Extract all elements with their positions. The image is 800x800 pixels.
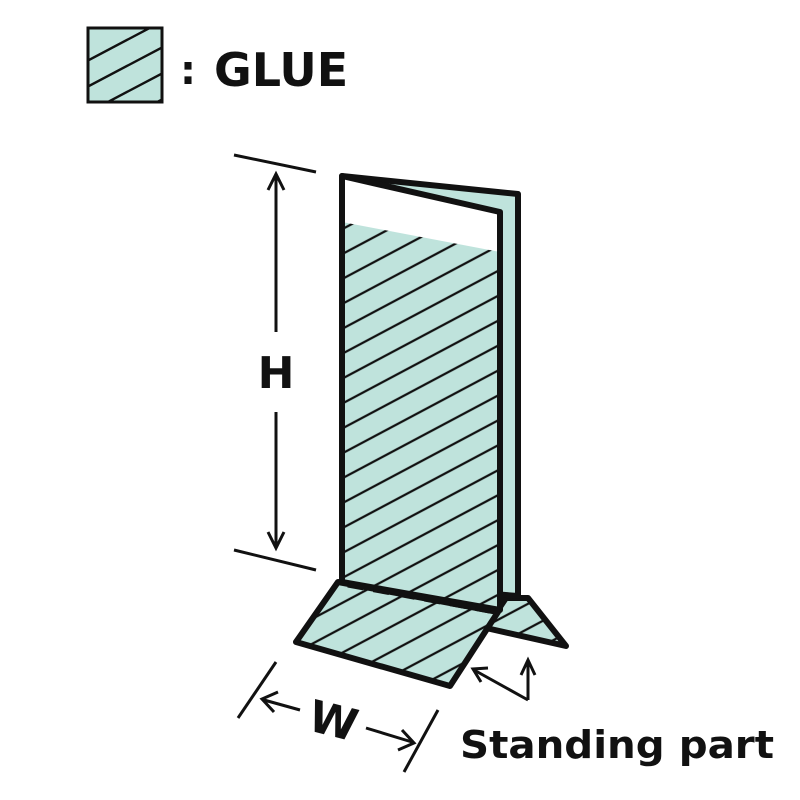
legend-label: GLUE — [214, 43, 348, 97]
legend-separator: : — [180, 48, 196, 94]
glue-area — [342, 222, 500, 610]
standing-part-callout: Standing part — [460, 656, 774, 767]
legend: : GLUE — [86, 26, 348, 104]
standing-part-left — [293, 579, 501, 689]
front-panel — [339, 173, 503, 613]
height-label: H — [258, 348, 295, 399]
glue-swatch — [86, 26, 164, 104]
width-dimension: W — [236, 661, 440, 773]
standing-part-label: Standing part — [460, 723, 774, 767]
height-dimension: H — [233, 153, 317, 572]
width-label: W — [303, 691, 362, 752]
